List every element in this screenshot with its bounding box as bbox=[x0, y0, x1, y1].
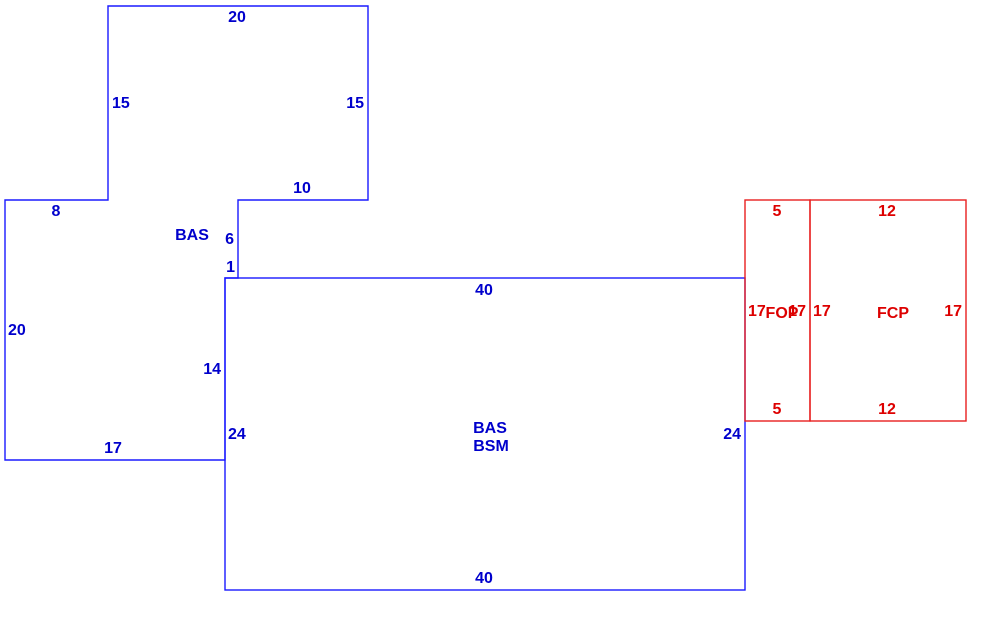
main-rect-area-code-secondary: BSM bbox=[473, 438, 509, 455]
fcp-top-dim: 12 bbox=[878, 203, 896, 220]
fop-left-dim: 17 bbox=[748, 303, 766, 320]
main-rect-top-dim: 40 bbox=[475, 282, 493, 299]
fop-area-code: FOP bbox=[766, 305, 799, 322]
connector-step-horizontal-dim: 1 bbox=[226, 259, 235, 276]
main-rect-area-code-primary: BAS bbox=[473, 420, 507, 437]
fop-bottom-dim: 5 bbox=[773, 401, 782, 418]
connector-step-vertical-dim: 6 bbox=[225, 231, 234, 248]
upper-wing-left-dim: 15 bbox=[112, 95, 130, 112]
fop-right-dim: 17 bbox=[788, 303, 806, 320]
upper-wing-right-dim: 15 bbox=[346, 95, 364, 112]
fcp-right-dim: 17 bbox=[944, 303, 962, 320]
left-wing-bottom-dim: 17 bbox=[104, 440, 122, 457]
upper-wing-top-dim: 20 bbox=[228, 9, 246, 26]
fcp-area-code: FCP bbox=[877, 305, 909, 322]
main-rect-outline bbox=[224, 277, 746, 591]
upper-wing-inner-bottom-dim: 10 bbox=[293, 180, 311, 197]
main-rect-left-dim: 24 bbox=[228, 426, 246, 443]
fcp-outline bbox=[809, 199, 967, 422]
left-wing-area-code: BAS bbox=[175, 227, 209, 244]
fcp-left-dim: 17 bbox=[813, 303, 831, 320]
left-wing-right-dim: 14 bbox=[203, 361, 221, 378]
left-wing-top-dim: 8 bbox=[52, 203, 61, 220]
main-rect-bottom-dim: 40 bbox=[475, 570, 493, 587]
fcp-bottom-dim: 12 bbox=[878, 401, 896, 418]
left-wing-left-dim: 20 bbox=[8, 322, 26, 339]
fop-top-dim: 5 bbox=[773, 203, 782, 220]
main-rect-right-dim: 24 bbox=[723, 426, 741, 443]
